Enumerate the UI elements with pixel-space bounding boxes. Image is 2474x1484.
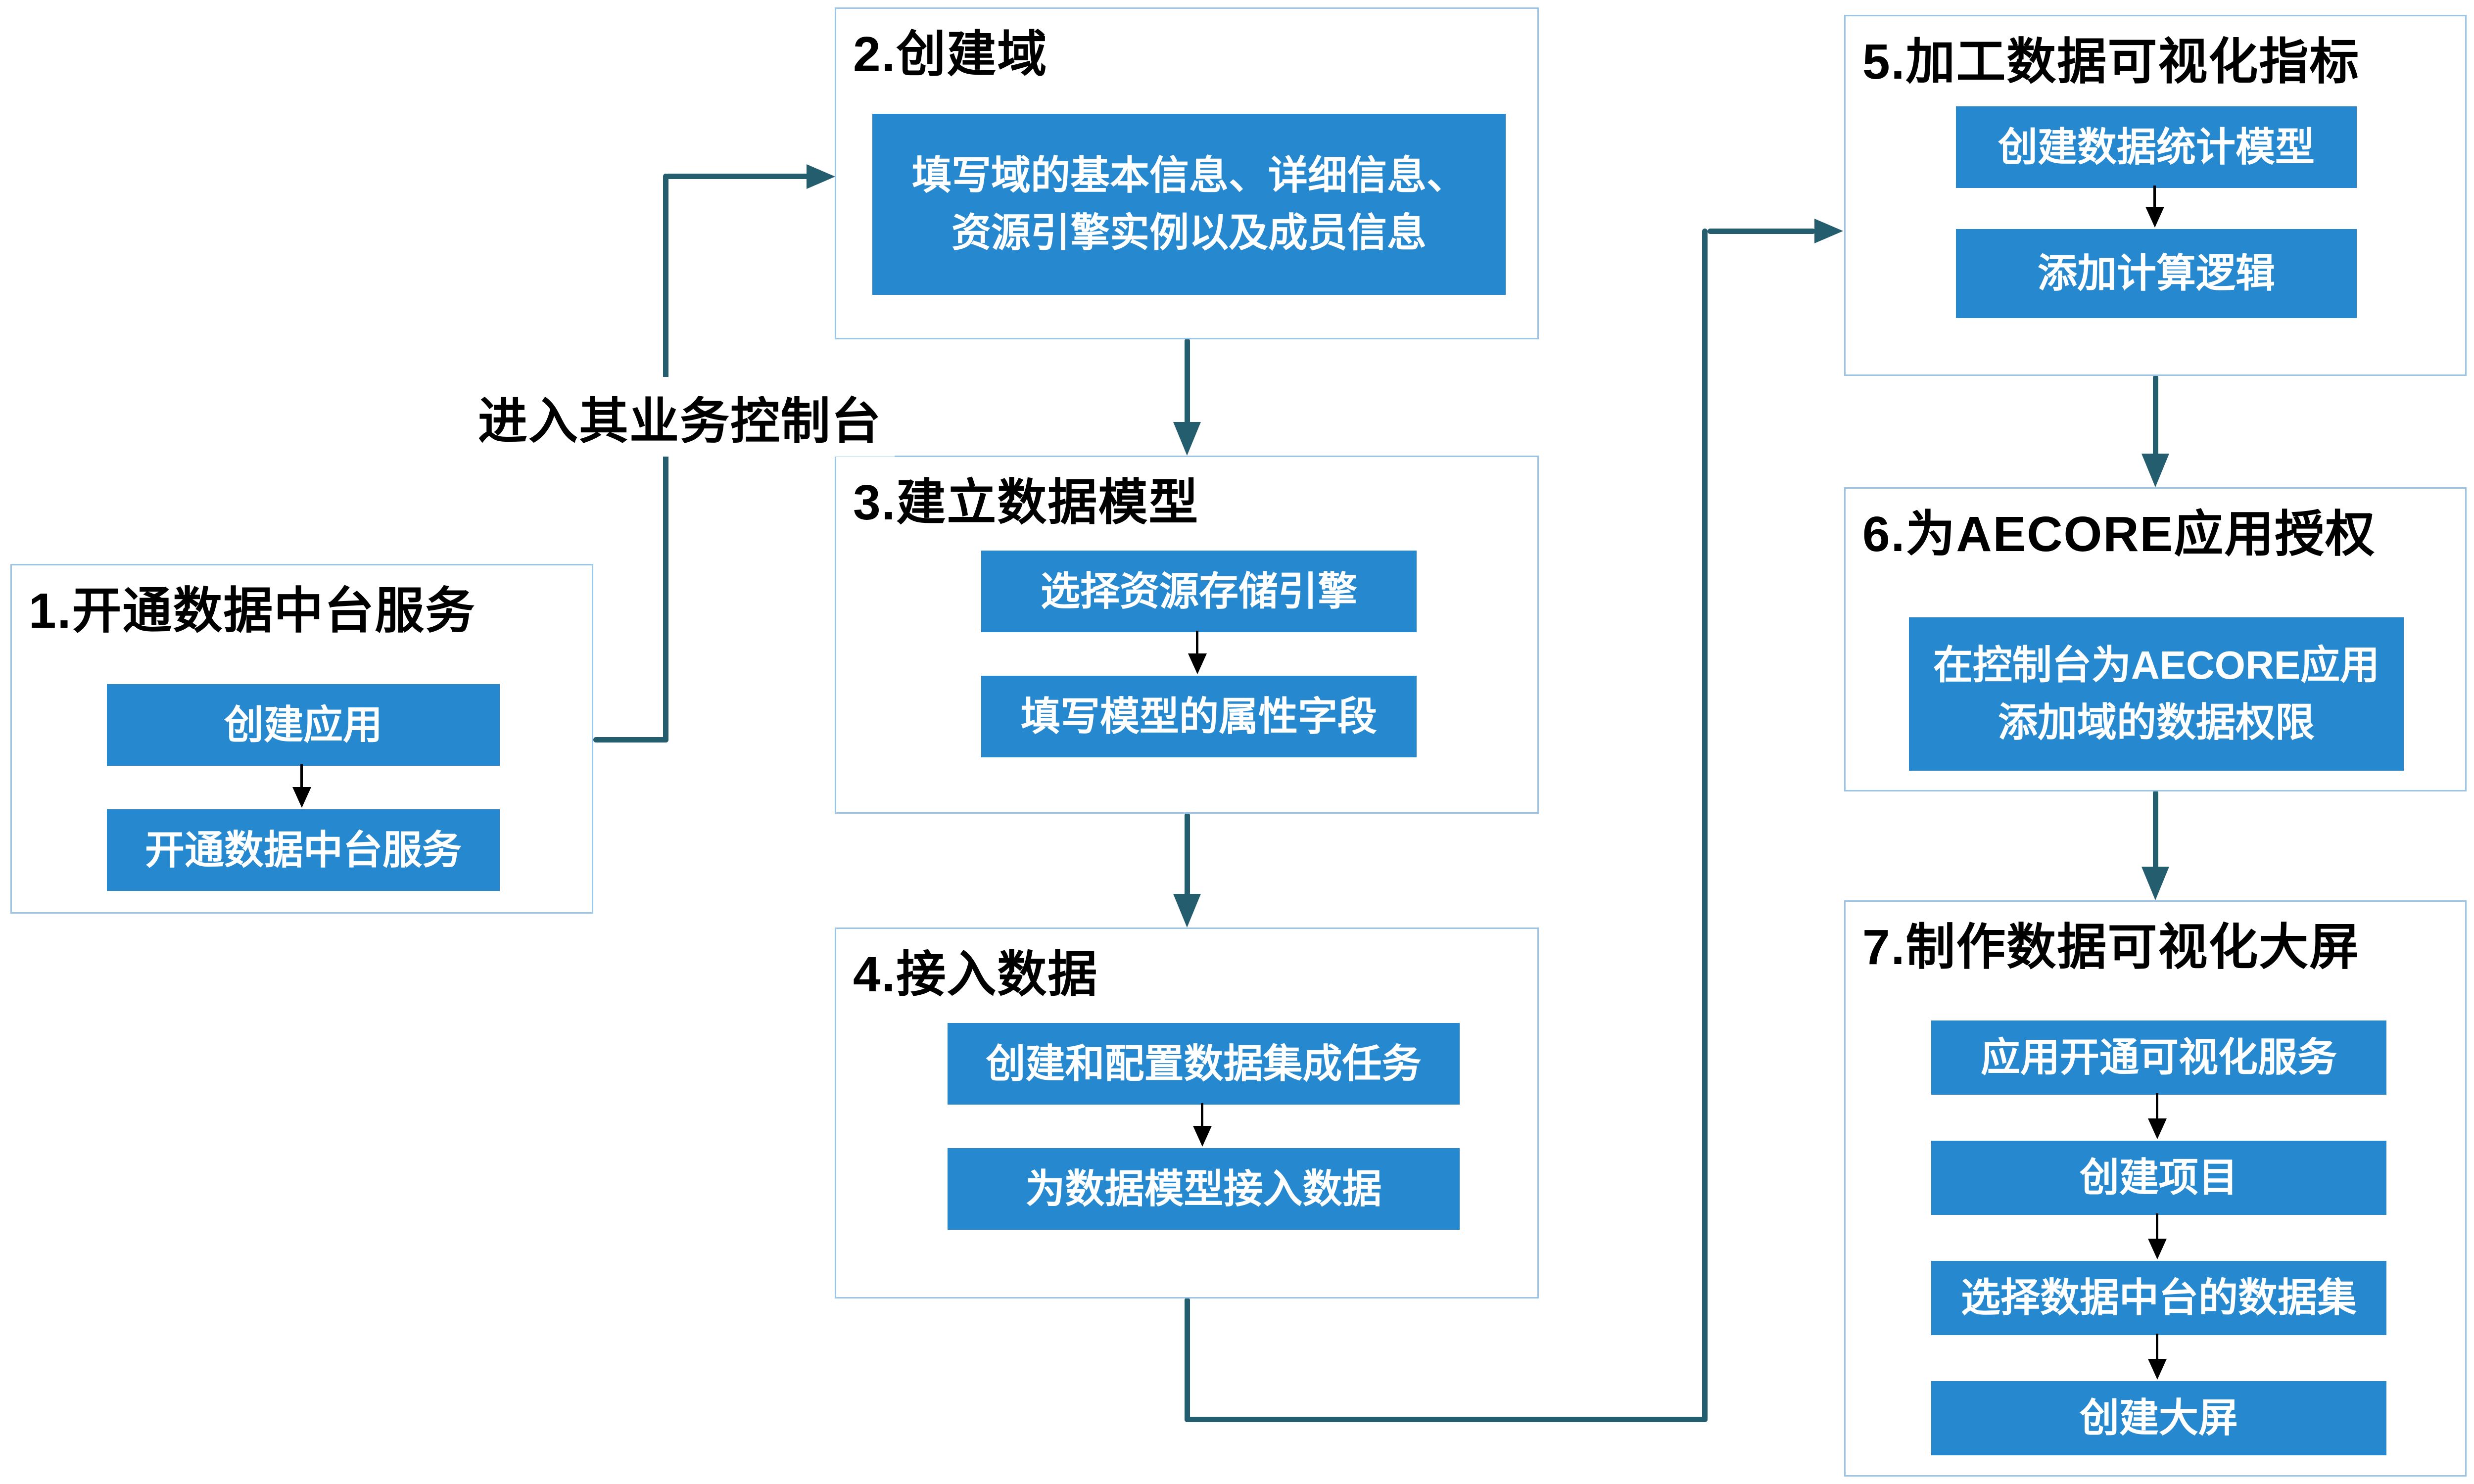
step-node-open-data-middle-platform: 开通数据中台服务 <box>107 809 500 891</box>
step-node-create-app: 创建应用 <box>107 684 500 766</box>
connector-4-5 <box>1708 229 1815 234</box>
arrow-right-head-icon <box>807 164 835 189</box>
arrow-down-head-icon <box>2145 207 2164 228</box>
step-node-label: 填写模型的属性字段 <box>1021 694 1377 739</box>
connector-1-2 <box>593 737 668 742</box>
connector-1-2 <box>663 174 668 742</box>
connector-4-5 <box>1185 1417 1708 1422</box>
step-box-6: 6.为AECORE应用授权 在控制台为AECORE应用 添加域的数据权限 <box>1844 487 2467 791</box>
connector-3-4 <box>1185 813 1190 897</box>
box-2-title: 2.创建域 <box>853 27 1048 82</box>
step-node-fill-model-fields: 填写模型的属性字段 <box>981 676 1417 757</box>
step-node-label: 选择数据中台的数据集 <box>1961 1276 2357 1320</box>
arrow-down-head-icon <box>2141 867 2169 900</box>
step-node-create-statistics-model: 创建数据统计模型 <box>1956 106 2357 188</box>
arrow-down-icon <box>2153 186 2156 208</box>
step-node-label-line1: 填写域的基本信息、详细信息、 <box>912 153 1466 197</box>
step-node-grant-aecore-permission: 在控制台为AECORE应用 添加域的数据权限 <box>1909 617 2404 771</box>
step-node-label: 创建大屏 <box>2080 1396 2238 1440</box>
arrow-down-icon <box>1196 631 1198 654</box>
step-node-enable-visualization-service: 应用开通可视化服务 <box>1931 1020 2386 1095</box>
arrow-down-head-icon <box>1173 894 1201 928</box>
step-box-5: 5.加工数据可视化指标 创建数据统计模型 添加计算逻辑 <box>1844 15 2467 376</box>
step-node-label: 为数据模型接入数据 <box>1025 1166 1382 1211</box>
arrow-down-icon <box>2156 1213 2158 1239</box>
step-node-ingest-data-to-model: 为数据模型接入数据 <box>948 1148 1460 1230</box>
step-node-label: 添加计算逻辑 <box>2038 251 2275 295</box>
arrow-down-head-icon <box>1188 653 1207 674</box>
connector-6-7 <box>2153 790 2158 870</box>
step-node-select-dataset: 选择数据中台的数据集 <box>1931 1261 2386 1335</box>
box-1-title: 1.开通数据中台服务 <box>29 583 476 639</box>
step-node-select-storage-engine: 选择资源存储引擎 <box>981 551 1417 632</box>
step-node-label: 创建数据统计模型 <box>1998 125 2315 169</box>
arrow-down-icon <box>2156 1093 2158 1119</box>
step-node-create-integration-task: 创建和配置数据集成任务 <box>948 1023 1460 1105</box>
step-node-label: 创建应用 <box>224 702 382 747</box>
step-node-label-line2: 资源引擎实例以及成员信息 <box>952 211 1427 255</box>
step-box-1: 1.开通数据中台服务 创建应用 开通数据中台服务 <box>10 564 593 914</box>
arrow-down-head-icon <box>2148 1359 2167 1380</box>
step-node-label: 选择资源存储引擎 <box>1041 569 1357 613</box>
box-3-title: 3.建立数据模型 <box>853 475 1199 530</box>
step-node-label: 开通数据中台服务 <box>145 828 462 872</box>
step-node-fill-domain-info: 填写域的基本信息、详细信息、 资源引擎实例以及成员信息 <box>872 114 1506 295</box>
box-4-title: 4.接入数据 <box>853 947 1098 1002</box>
step-node-create-project: 创建项目 <box>1931 1141 2386 1215</box>
connector-1-2 <box>666 174 809 179</box>
box-6-title: 6.为AECORE应用授权 <box>1862 507 2376 562</box>
arrow-down-head-icon <box>1193 1126 1212 1147</box>
arrow-down-head-icon <box>2141 454 2169 487</box>
step-node-label: 应用开通可视化服务 <box>1981 1035 2337 1079</box>
connector-2-3 <box>1185 338 1190 425</box>
step-node-create-big-screen: 创建大屏 <box>1931 1381 2386 1455</box>
arrow-down-icon <box>2156 1334 2158 1359</box>
connector-5-6 <box>2153 375 2158 458</box>
box-5-title: 5.加工数据可视化指标 <box>1862 34 2360 90</box>
step-node-label-line1: 在控制台为AECORE应用 <box>1933 643 2380 687</box>
step-node-label: 创建项目 <box>2080 1156 2238 1200</box>
step-node-label: 创建和配置数据集成任务 <box>986 1041 1422 1086</box>
box-7-title: 7.制作数据可视化大屏 <box>1862 920 2360 975</box>
arrow-down-head-icon <box>1173 422 1201 456</box>
arrow-down-icon <box>1201 1103 1203 1127</box>
arrow-down-head-icon <box>292 787 311 808</box>
connector-4-5 <box>1702 229 1708 1422</box>
arrow-down-head-icon <box>2148 1118 2167 1139</box>
arrow-right-head-icon <box>1814 219 1843 243</box>
arrow-down-head-icon <box>2148 1239 2167 1259</box>
step-box-2: 2.创建域 填写域的基本信息、详细信息、 资源引擎实例以及成员信息 <box>835 7 1539 339</box>
step-box-3: 3.建立数据模型 选择资源存储引擎 填写模型的属性字段 <box>835 456 1539 814</box>
connector-label: 进入其业务控制台 <box>465 377 895 457</box>
connector-4-5 <box>1185 1298 1190 1422</box>
step-box-7: 7.制作数据可视化大屏 应用开通可视化服务 创建项目 选择数据中台的数据集 创建… <box>1844 900 2467 1477</box>
step-node-label-line2: 添加域的数据权限 <box>1998 700 2315 744</box>
step-node-add-calculation-logic: 添加计算逻辑 <box>1956 229 2357 318</box>
arrow-down-icon <box>300 764 303 788</box>
step-box-4: 4.接入数据 创建和配置数据集成任务 为数据模型接入数据 <box>835 928 1539 1298</box>
